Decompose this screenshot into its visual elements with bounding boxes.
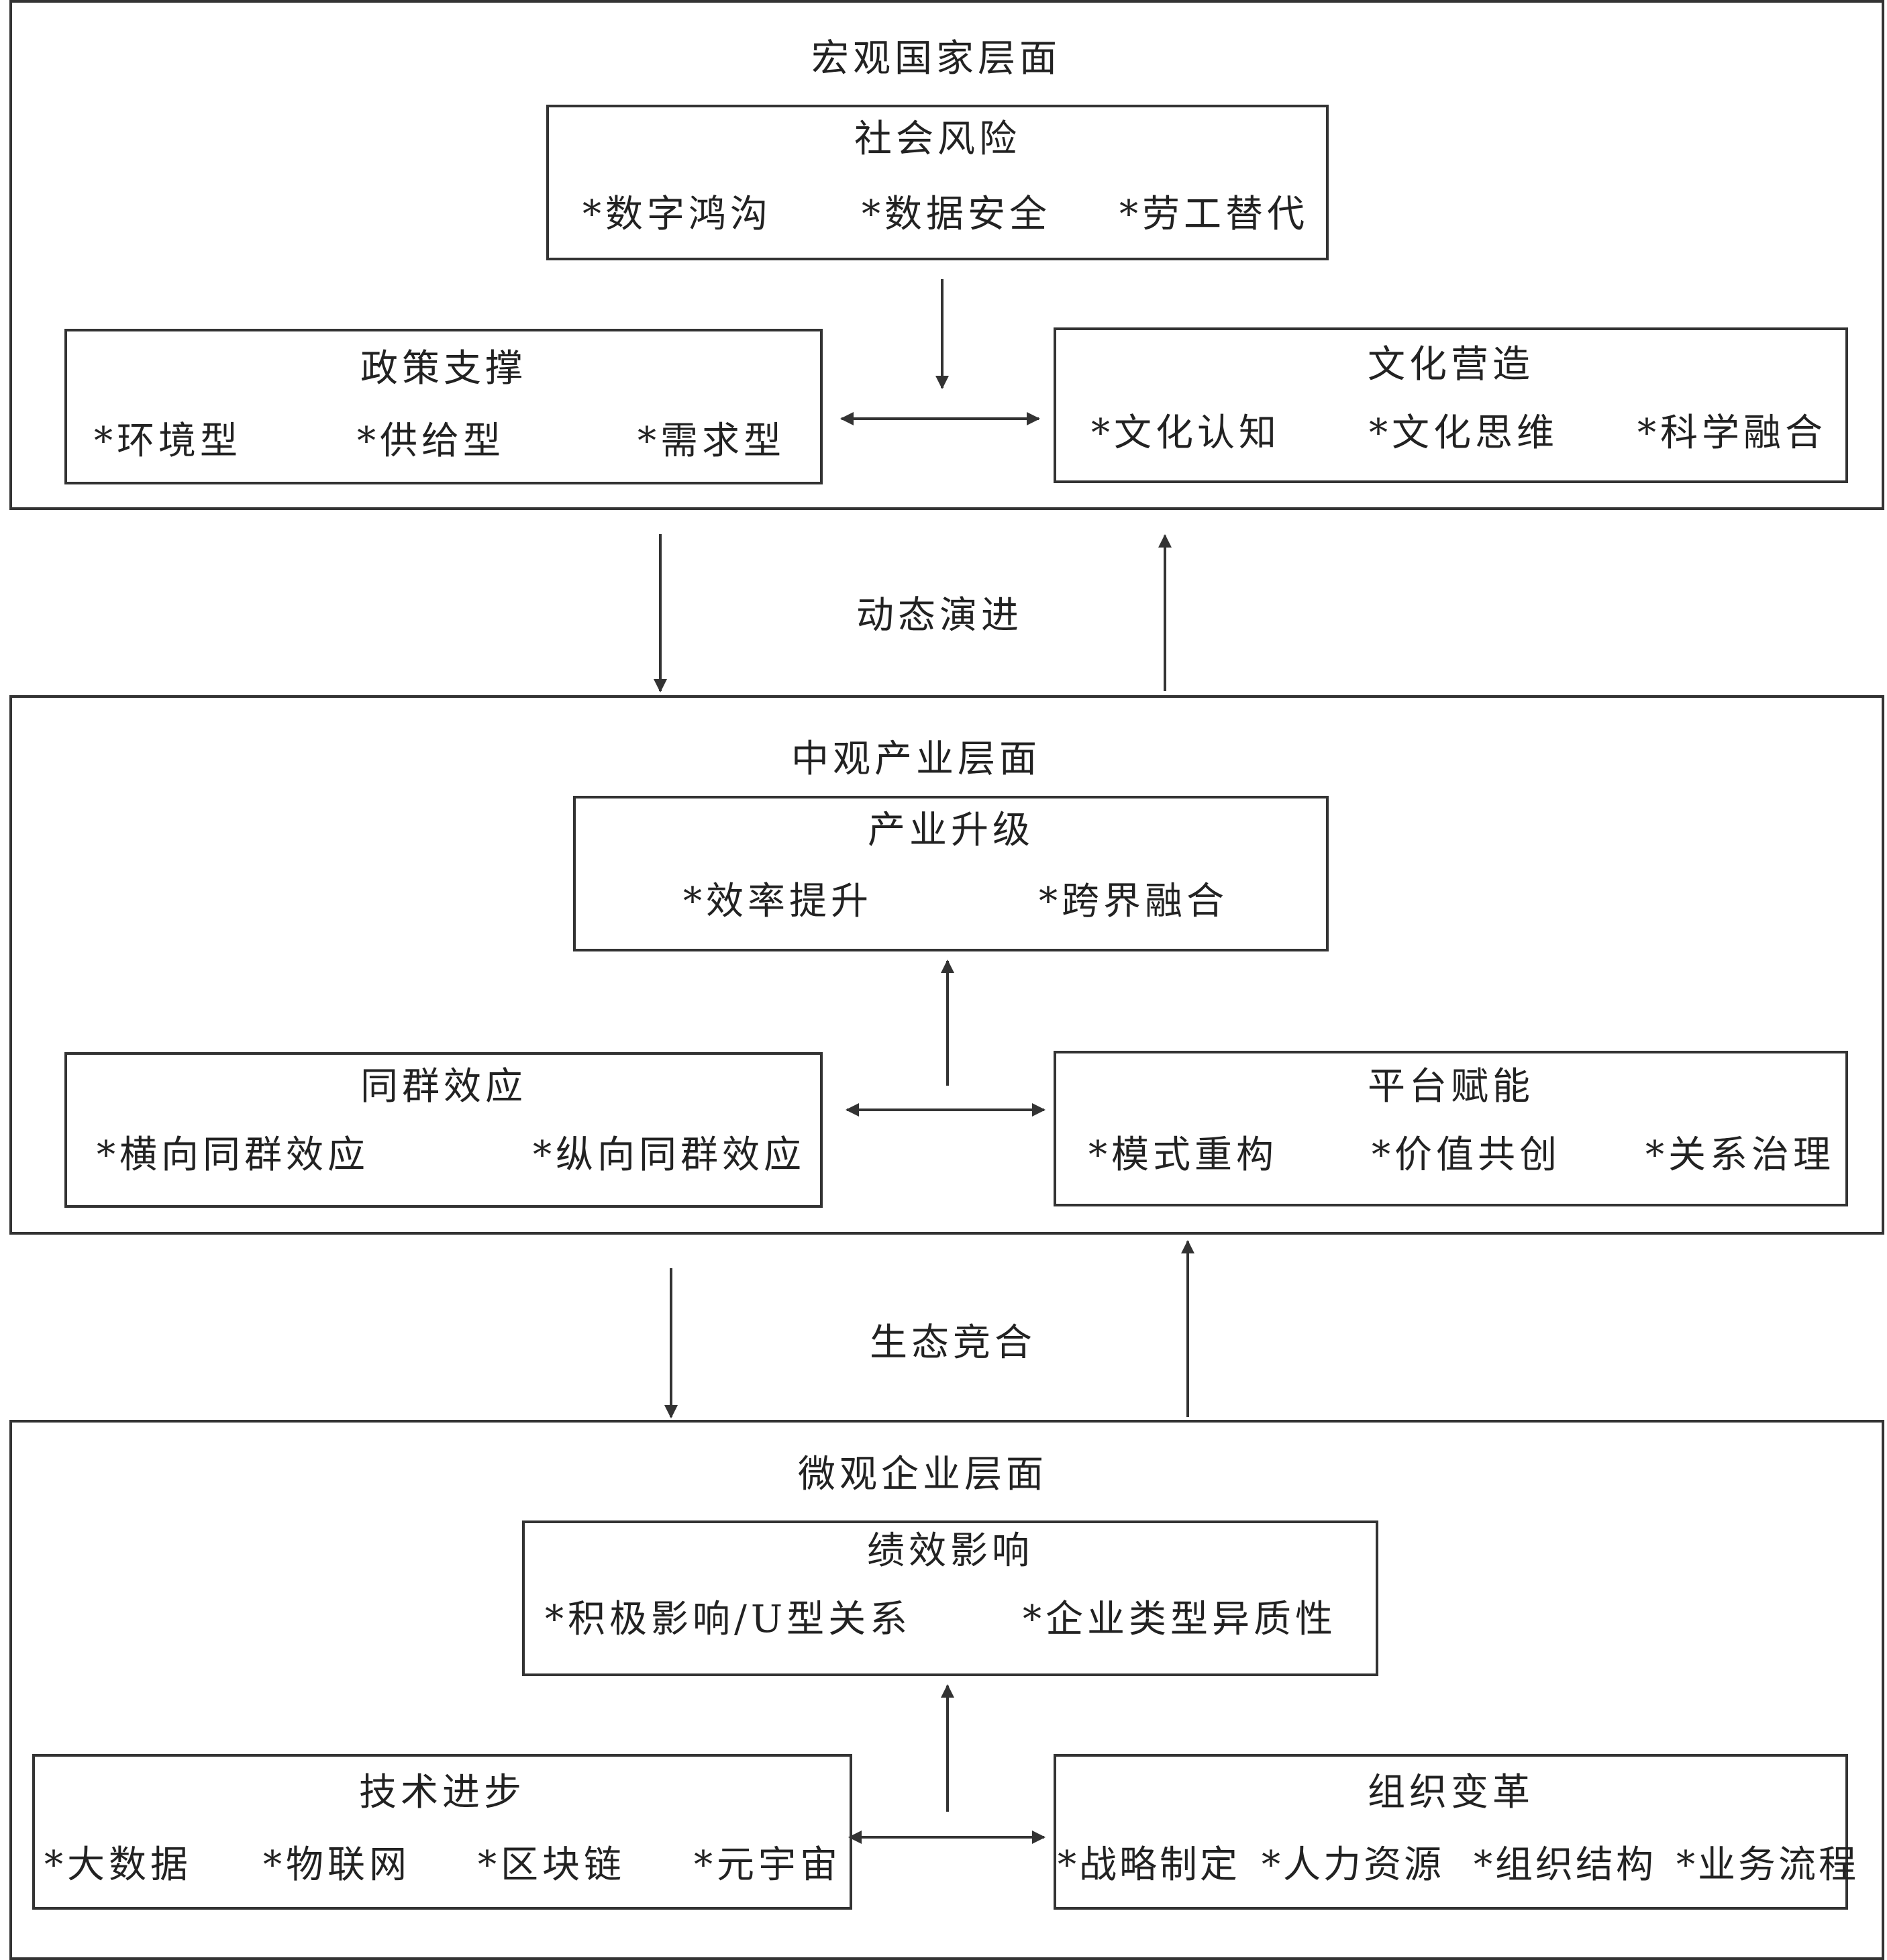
platform-empowerment-item: *模式重构: [1088, 1133, 1278, 1177]
org-change-item: *人力资源: [1262, 1843, 1444, 1887]
org-change-title: 组织变革: [1368, 1771, 1534, 1814]
org-change-item: *组织结构: [1474, 1843, 1656, 1887]
peer-effect-item: *横向同群效应: [97, 1133, 369, 1177]
macro-level-title: 宏观国家层面: [811, 37, 1061, 81]
org-change-item: *业务流程: [1676, 1843, 1859, 1887]
social-risk-title: 社会风险: [854, 117, 1021, 161]
policy-support-title: 政策支撑: [360, 347, 527, 391]
culture-building-title: 文化营造: [1368, 343, 1534, 386]
micro-level-title: 微观企业层面: [798, 1453, 1048, 1496]
platform-empowerment-item: *关系治理: [1645, 1133, 1835, 1177]
social-risk-box: [546, 105, 1329, 260]
culture-building-box: [1054, 327, 1848, 483]
industry-upgrade-box: [573, 796, 1329, 951]
culture-building-item: *文化思维: [1369, 411, 1558, 455]
tech-progress-item: *元宇宙: [694, 1843, 842, 1887]
org-change-item: *战略制定: [1058, 1843, 1240, 1887]
performance-impact-title: 绩效影响: [867, 1529, 1033, 1573]
policy-support-item: *供给型: [357, 419, 505, 463]
platform-empowerment-item: *价值共创: [1372, 1133, 1561, 1177]
peer-effect-title: 同群效应: [360, 1065, 527, 1108]
platform-empowerment-title: 平台赋能: [1368, 1065, 1534, 1108]
tech-progress-item: *大数据: [44, 1843, 192, 1887]
social-risk-item: *数字鸿沟: [582, 193, 772, 236]
tech-progress-box: [32, 1754, 852, 1910]
performance-impact-box: [522, 1520, 1378, 1676]
meso-level-title: 中观产业层面: [791, 737, 1041, 781]
performance-impact-item: *积极影响/U型关系: [545, 1598, 912, 1641]
social-risk-item: *数据安全: [862, 193, 1051, 236]
culture-building-item: *科学融合: [1637, 411, 1827, 455]
culture-building-item: *文化认知: [1091, 411, 1280, 455]
performance-impact-item: *企业类型异质性: [1023, 1598, 1337, 1641]
industry-upgrade-item: *跨界融合: [1039, 880, 1228, 923]
tech-progress-title: 技术进步: [359, 1771, 525, 1814]
org-change-box: [1054, 1754, 1848, 1910]
industry-upgrade-title: 产业升级: [868, 809, 1034, 852]
dynamic-evolution-label: 动态演进: [856, 594, 1023, 637]
social-risk-item: *劳工替代: [1119, 193, 1309, 236]
policy-support-box: [64, 329, 823, 484]
platform-empowerment-box: [1054, 1051, 1848, 1206]
policy-support-item: *环境型: [94, 419, 242, 463]
policy-support-item: *需求型: [638, 419, 785, 463]
industry-upgrade-item: *效率提升: [683, 880, 872, 923]
peer-effect-item: *纵向同群效应: [533, 1133, 805, 1177]
tech-progress-item: *区块链: [478, 1843, 625, 1887]
peer-effect-box: [64, 1052, 823, 1208]
ecological-coopetition-label: 生态竞合: [870, 1321, 1036, 1365]
tech-progress-item: *物联网: [263, 1843, 411, 1887]
